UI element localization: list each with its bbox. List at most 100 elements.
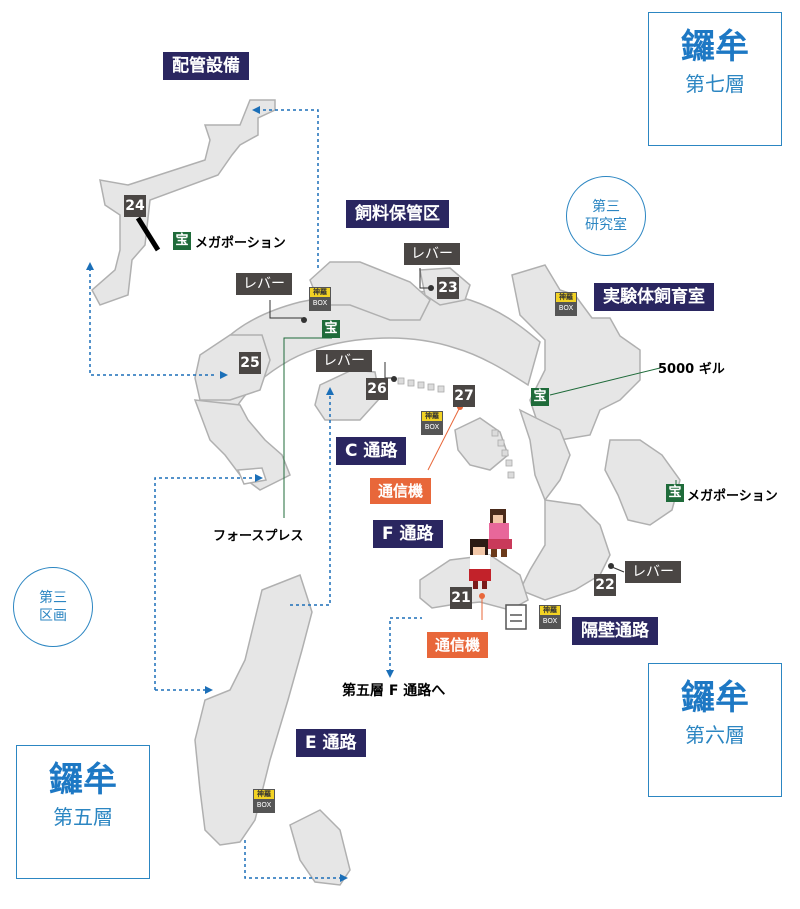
arrow-c-passage-up <box>326 387 334 395</box>
arrow-left-lobe-right <box>220 371 228 379</box>
area-label-piping: 配管設備 <box>163 52 249 80</box>
leader-force-bless <box>283 337 332 518</box>
floor-box-5: 鑼牟 第五層 <box>16 745 150 879</box>
shinra-box-4-top: 神羅 <box>540 606 560 615</box>
marker-27: 27 <box>453 385 475 407</box>
lever-dot-26 <box>391 376 397 382</box>
dotted-link-6 <box>491 429 499 437</box>
area-label-feed-storage: 飼料保管区 <box>346 200 449 228</box>
connector-left-lobe <box>154 477 255 690</box>
bed-icon <box>505 604 527 630</box>
marker-21: 21 <box>450 587 472 609</box>
dotted-link-7 <box>497 439 505 447</box>
dotted-link-1 <box>397 377 405 385</box>
upper-room-shape <box>309 261 431 321</box>
shinra-box-4: 神羅 BOX <box>539 605 561 629</box>
lever-dot-25 <box>301 317 307 323</box>
shinra-box-1: 神羅 BOX <box>309 287 331 311</box>
dotted-link-3 <box>417 381 425 389</box>
e-passage-shape <box>194 574 313 846</box>
dotted-link-5 <box>437 385 445 393</box>
area-label-specimen-room: 実験体飼育室 <box>594 283 714 311</box>
right-corridor-shape <box>518 408 571 502</box>
lever-dot-23 <box>428 285 434 291</box>
leader-gil <box>549 367 661 396</box>
connector-e-side <box>244 840 340 879</box>
district3-circle: 第三 区画 <box>13 567 93 647</box>
left-lobe-shape <box>194 334 271 401</box>
shinra-box-5-top: 神羅 <box>254 790 274 799</box>
lever-label-22: レバー <box>625 561 681 583</box>
shinra-box-1-top: 神羅 <box>310 288 330 297</box>
marker-22: 22 <box>594 574 616 596</box>
district3-line2: 区画 <box>39 608 67 624</box>
connector-f-exit <box>389 617 422 672</box>
leader-lever-26 <box>384 362 393 379</box>
shinra-box-2: 神羅 BOX <box>555 292 577 316</box>
comm-label-27: 通信機 <box>370 478 432 504</box>
piping-shape <box>91 99 276 306</box>
dotted-link-4 <box>427 383 435 391</box>
connector-piping-lower <box>255 109 319 268</box>
floor-6-level: 第六層 <box>685 723 745 747</box>
area-label-f-passage: F 通路 <box>373 520 443 548</box>
arrow-left-lobe-room <box>255 474 263 482</box>
floor-6-name: 鑼牟 <box>681 678 749 718</box>
floor-5-level: 第五層 <box>53 805 113 829</box>
treasure-icon-potion-right: 宝 <box>666 484 684 502</box>
floor-7-level: 第七層 <box>685 72 745 96</box>
area-label-bulkhead: 隔壁通路 <box>572 617 658 645</box>
comm-dot-21 <box>479 593 485 599</box>
treasure-force-bless-label: フォースプレス <box>213 529 304 544</box>
dotted-link-10 <box>507 471 515 479</box>
lever-label-25: レバー <box>236 273 292 295</box>
lever-dot-22 <box>608 563 614 569</box>
right-lobe-shape <box>604 439 681 526</box>
shinra-box-3: 神羅 BOX <box>421 411 443 435</box>
arrow-e-side-right <box>340 874 348 882</box>
lab3-line2: 研究室 <box>585 217 627 233</box>
main-arc-shape <box>198 289 541 422</box>
e-side-room-shape <box>289 809 351 886</box>
shinra-box-2-bottom: BOX <box>558 304 574 312</box>
shinra-box-4-bottom: BOX <box>542 617 558 625</box>
lever-label-23: レバー <box>404 243 460 265</box>
dotted-link-9 <box>505 459 513 467</box>
lab3-line1: 第三 <box>592 199 620 215</box>
floor-5-name: 鑼牟 <box>49 760 117 800</box>
exit-label-f-passage: 第五層 F 通路へ <box>342 683 446 699</box>
left-lower-lobe-shape <box>193 399 291 491</box>
shinra-box-5-bottom: BOX <box>256 801 272 809</box>
lever-label-26: レバー <box>316 350 372 372</box>
lab3-circle: 第三 研究室 <box>566 176 646 256</box>
dotted-link-8 <box>501 449 509 457</box>
arrow-e-passage-right <box>205 686 213 694</box>
ladder-24 <box>135 216 161 252</box>
marker-23: 23 <box>437 277 459 299</box>
party-sprites <box>469 509 512 589</box>
arrow-piping-left <box>86 262 94 270</box>
floor-box-7: 鑼牟 第七層 <box>648 12 782 146</box>
marker-25: 25 <box>239 352 261 374</box>
floor-box-6: 鑼牟 第六層 <box>648 663 782 797</box>
leader-lever-22 <box>611 566 625 573</box>
treasure-icon-potion-left: 宝 <box>173 232 191 250</box>
leader-lever-23 <box>419 268 430 289</box>
treasure-potion-right-label: メガポーション <box>687 489 778 504</box>
dotted-link-2 <box>407 379 415 387</box>
lower-right-arc-shape <box>518 499 611 601</box>
area-label-c-passage: C 通路 <box>336 437 407 465</box>
connector-c-passage <box>290 395 331 606</box>
arrow-f-exit-down <box>386 670 394 678</box>
shinra-box-3-bottom: BOX <box>424 423 440 431</box>
marker-24: 24 <box>124 195 146 217</box>
shinra-box-2-top: 神羅 <box>556 293 576 302</box>
arrow-piping-top <box>252 106 260 114</box>
shinra-box-5: 神羅 BOX <box>253 789 275 813</box>
character-sprite-back <box>486 509 512 557</box>
treasure-gil-label: 5000 ギル <box>658 362 725 377</box>
leader-lever-25 <box>269 300 303 319</box>
shinra-box-3-top: 神羅 <box>422 412 442 421</box>
